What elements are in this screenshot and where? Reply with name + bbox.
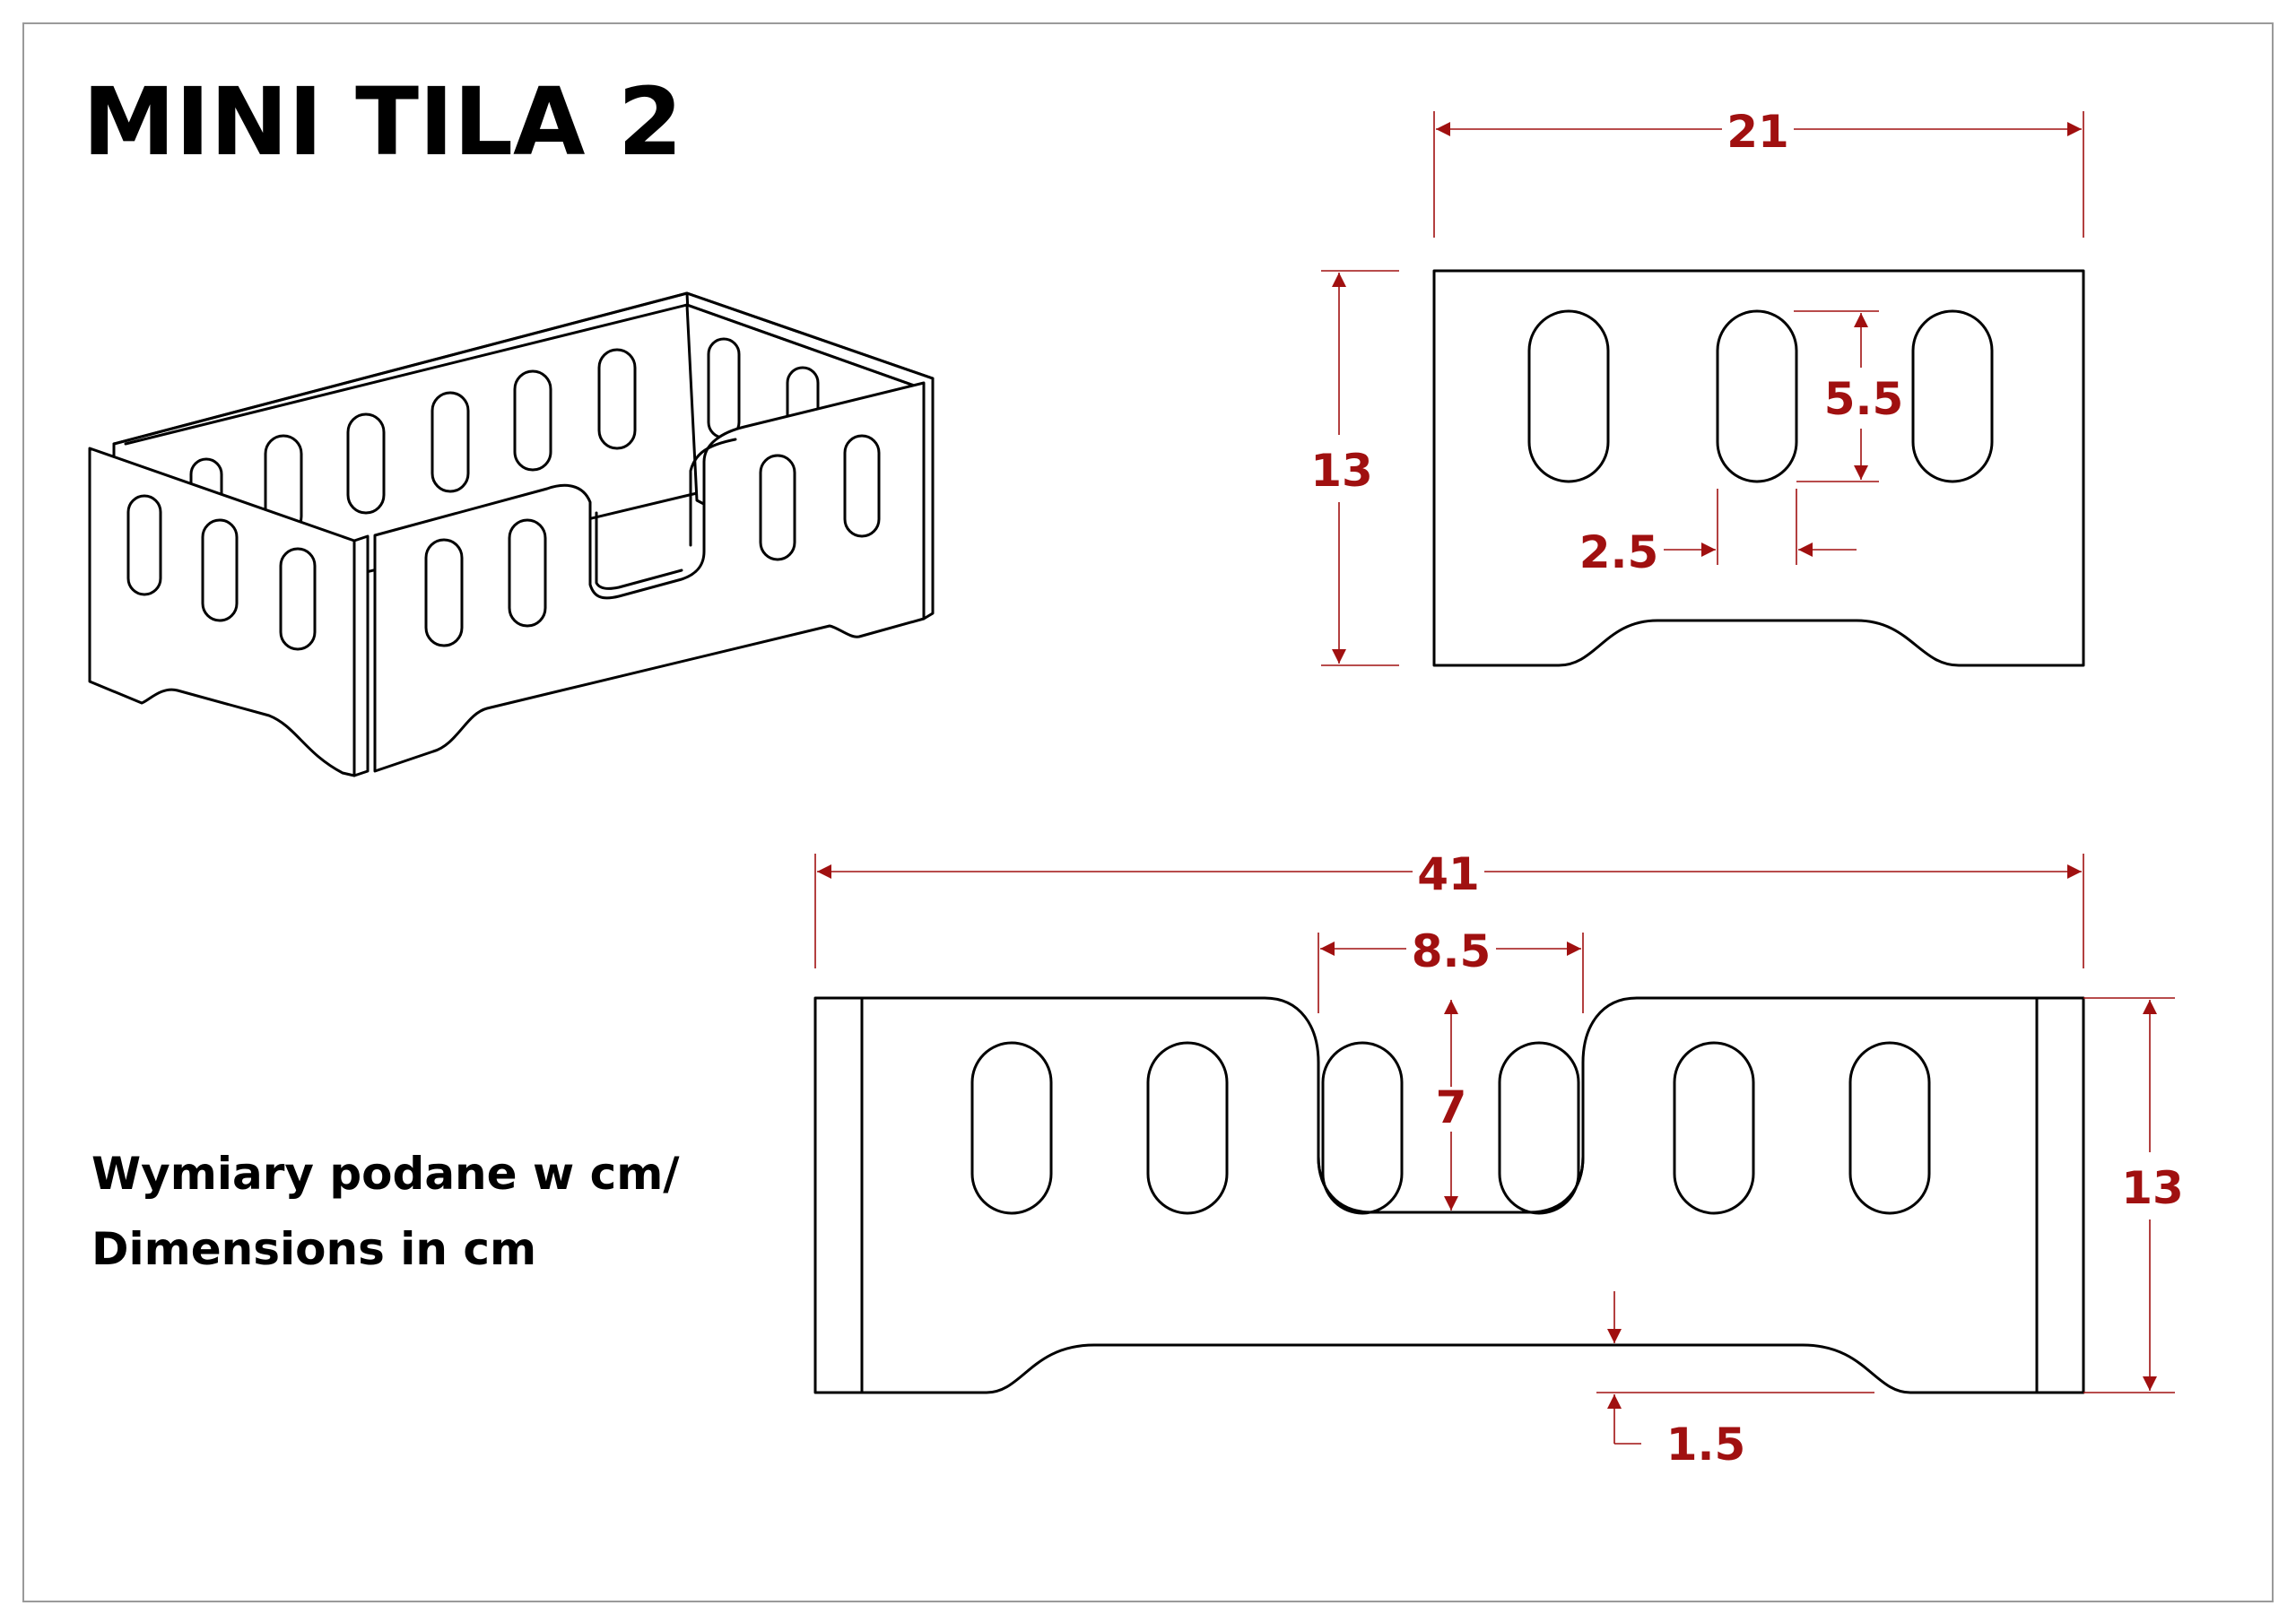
iso-left-slots: [126, 494, 317, 651]
front-right-endcap: [2035, 996, 2085, 1394]
isometric-view: [88, 291, 935, 777]
side-panel-slots: [1527, 309, 1994, 483]
front-length-label: 41: [1417, 848, 1480, 900]
front-view: 41 8.5 7 13 1.5: [813, 848, 2184, 1471]
front-notch-width-label: 8.5: [1412, 925, 1492, 977]
front-board-slots: [970, 1041, 1931, 1215]
front-notch-depth-label: 7: [1436, 1081, 1467, 1133]
front-bottom-arch-label: 1.5: [1666, 1419, 1746, 1471]
side-slot-gap-label: 2.5: [1579, 526, 1659, 578]
side-width-label: 21: [1726, 106, 1789, 158]
page-border: [22, 22, 2274, 1602]
front-height-label: 13: [2121, 1162, 2184, 1214]
side-slot-height-label: 5.5: [1824, 373, 1904, 425]
units-note-line2: Dimensions in cm: [91, 1223, 536, 1275]
units-note-line1: Wymiary podane w cm/: [91, 1148, 680, 1200]
iso-front-slots: [424, 434, 881, 647]
side-view: 21 13 5.5 2.5: [1310, 106, 2085, 667]
page-title: MINI TILA 2: [83, 67, 683, 177]
iso-left-wall-edge: [352, 534, 370, 777]
front-left-endcap: [813, 996, 864, 1394]
side-height-label: 13: [1310, 445, 1373, 497]
